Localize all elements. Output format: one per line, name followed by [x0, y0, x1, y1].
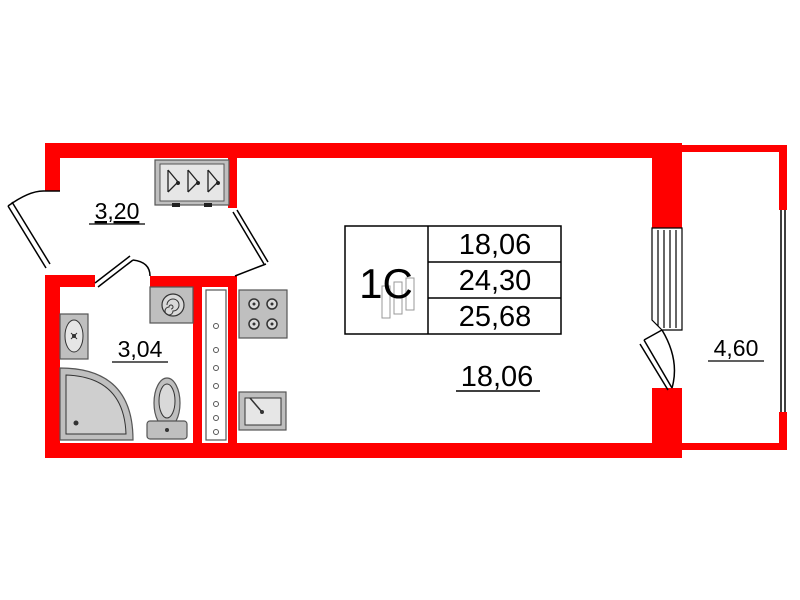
hall-partition: [228, 143, 237, 208]
balcony-area: 4,60: [714, 335, 759, 361]
balcony-glazing: [780, 210, 786, 412]
room-window: [651, 227, 683, 331]
left-wall-upper: [45, 143, 60, 191]
balcony-right-bottom: [779, 412, 787, 450]
balcony-bottom-wall: [682, 443, 787, 450]
ventilation-shaft: [205, 289, 227, 441]
kitchen-sink-icon: [238, 391, 287, 431]
bathroom-door: [94, 255, 151, 288]
entrance-door: [7, 190, 60, 269]
total-area-value: 24,30: [459, 265, 532, 297]
right-wall-lower: [652, 388, 682, 458]
bottom-wall: [45, 443, 682, 458]
bathroom-top-wall: [45, 275, 95, 287]
balcony-right-top: [779, 145, 787, 210]
bathtub-icon: [59, 367, 134, 441]
walls: [45, 143, 787, 458]
bathroom-top-wall-right: [150, 276, 235, 287]
washbasin-icon: [59, 313, 89, 360]
balcony-door: [639, 329, 676, 391]
right-wall-upper: [652, 143, 682, 228]
washing-machine-icon: [149, 286, 194, 324]
stove-icon: [238, 289, 288, 339]
main-room-area: 18,06: [461, 361, 534, 393]
bathroom-partition: [193, 276, 202, 448]
bathroom-area: 3,04: [118, 336, 163, 362]
top-wall: [45, 143, 682, 158]
hall-area: 3,20: [95, 198, 140, 224]
wardrobe-hangers-icon: [154, 159, 230, 207]
left-wall-lower: [45, 275, 60, 458]
shaft-partition: [228, 276, 237, 448]
apartment-type-label: 1С: [359, 260, 413, 307]
total-area-with-balcony-value: 25,68: [459, 301, 532, 333]
balcony-top-wall: [682, 145, 787, 152]
studio-stripes-icon: [381, 277, 415, 319]
living-area-value: 18,06: [459, 229, 532, 261]
room-door: [232, 209, 269, 277]
apartment-info-box: 1С 18,06 24,30 25,68: [344, 225, 562, 335]
toilet-icon: [146, 377, 188, 440]
